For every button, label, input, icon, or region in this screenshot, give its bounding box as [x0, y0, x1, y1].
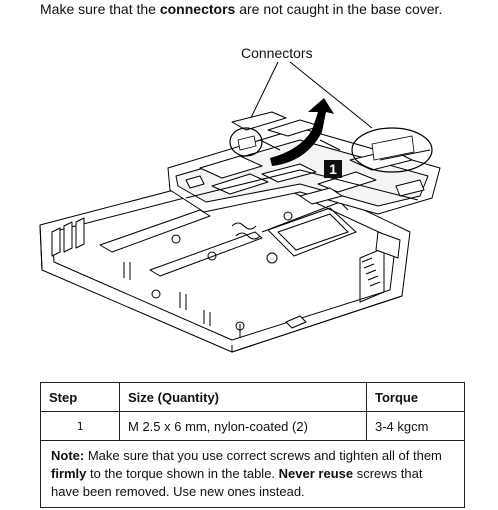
header-size: Size (Quantity)	[119, 382, 367, 412]
intro-text: Make sure that the connectors are not ca…	[40, 0, 480, 18]
screw-spec-table: Step Size (Quantity) Torque 1 M 2.5 x 6 …	[40, 382, 465, 508]
note-text-3: screws that have been removed. Use new o…	[51, 466, 423, 499]
note-text-1: Make sure that you use correct screws an…	[84, 448, 442, 463]
screw-hole-3	[266, 252, 278, 264]
step-badge: 1	[324, 160, 342, 178]
lift-arrow-icon	[270, 98, 334, 166]
intro-pre: Make sure that the	[40, 1, 160, 17]
intro-post: are not caught in the base cover.	[235, 1, 443, 17]
header-step: Step	[40, 382, 120, 412]
connector-circle-right	[351, 127, 433, 173]
connector-circle-left	[229, 127, 263, 157]
note-bold-never-reuse: Never reuse	[278, 466, 354, 481]
callout-leader-right	[289, 61, 373, 129]
step-badge-number: 1	[329, 161, 337, 177]
table-header-row: Step Size (Quantity) Torque	[40, 382, 465, 412]
header-torque: Torque	[366, 382, 465, 412]
screw-hole-2	[207, 251, 217, 261]
system-board	[167, 111, 441, 215]
note-cell: Note: Make sure that you use correct scr…	[40, 440, 465, 508]
screw-hole-4	[283, 211, 293, 221]
cell-torque: 3-4 kgcm	[366, 411, 465, 441]
base-cover-illustration	[39, 61, 441, 353]
intro-bold: connectors	[159, 1, 236, 17]
note-row: Note: Make sure that you use correct scr…	[40, 440, 465, 508]
note-text-2: to the torque shown in the table.	[86, 466, 279, 481]
note-label: Note:	[51, 448, 85, 463]
cell-step: 1	[40, 411, 120, 441]
note-bold-firmly: firmly	[51, 466, 87, 481]
connectors-callout-label: Connectors	[241, 45, 313, 61]
screw-hole-1	[171, 234, 181, 244]
cell-size: M 2.5 x 6 mm, nylon-coated (2)	[119, 411, 367, 441]
table-row: 1 M 2.5 x 6 mm, nylon-coated (2) 3-4 kgc…	[40, 411, 465, 441]
